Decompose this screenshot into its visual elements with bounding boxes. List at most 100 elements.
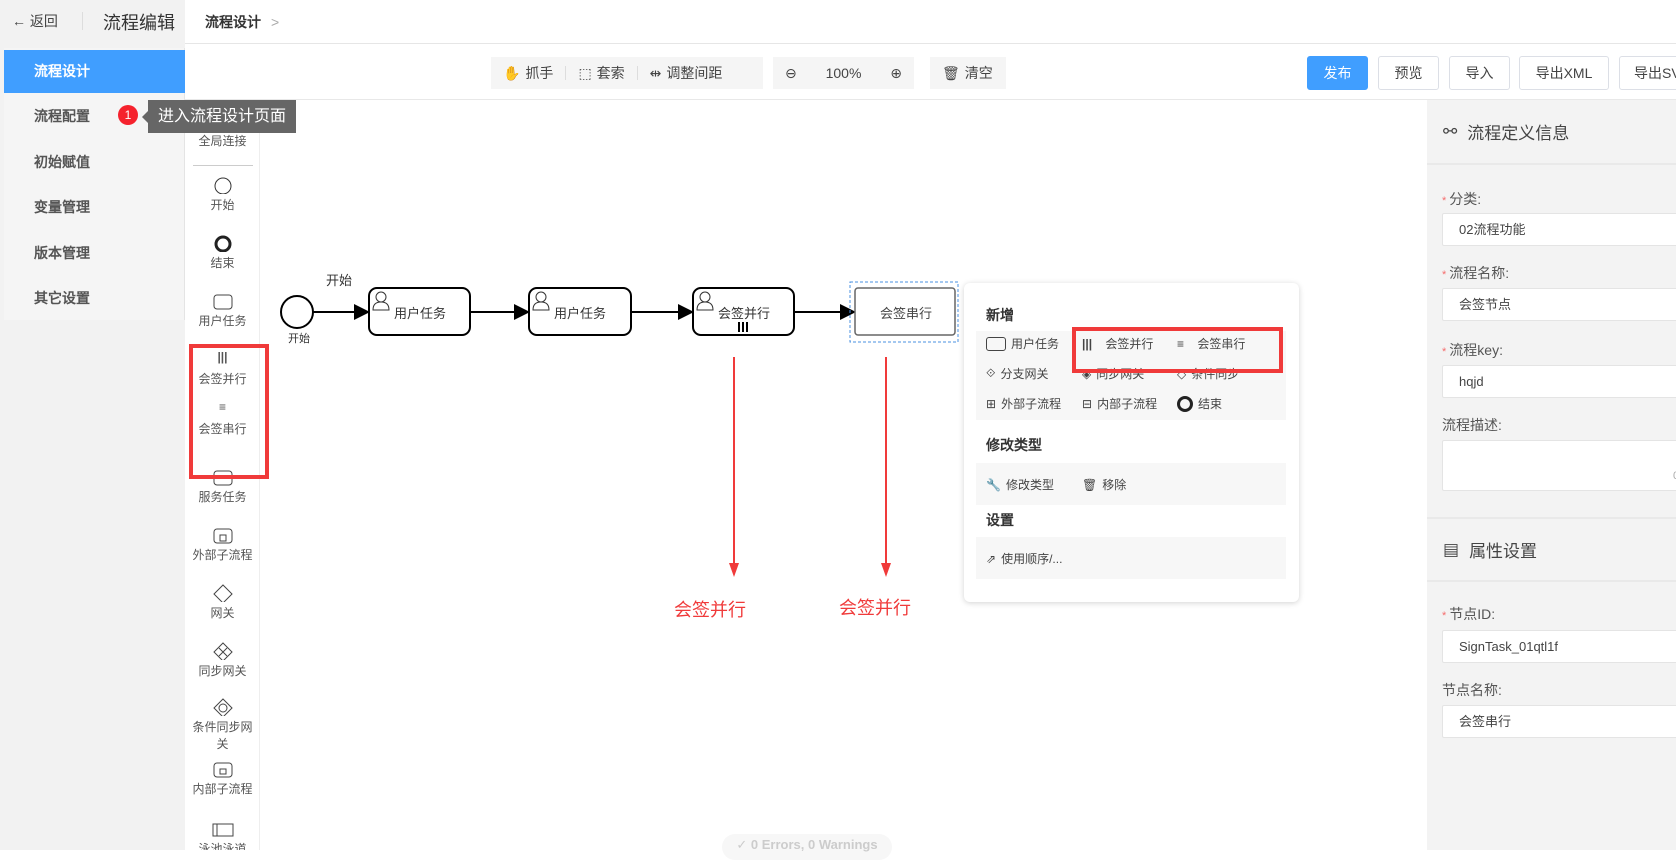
label: 用户任务 bbox=[1011, 337, 1060, 351]
pad-serial-sign[interactable]: ≡ 会签串行 bbox=[1177, 335, 1245, 352]
node-label: 会签串行 bbox=[880, 306, 933, 321]
parallel-marker-icon bbox=[738, 322, 748, 332]
add-group bbox=[976, 331, 1286, 420]
serial-sign-node[interactable] bbox=[854, 287, 956, 336]
key-input[interactable]: hqjd bbox=[1442, 365, 1676, 398]
publish-button[interactable]: 发布 bbox=[1307, 56, 1368, 90]
category-select[interactable]: 02流程功能 bbox=[1442, 213, 1676, 246]
subprocess-icon bbox=[213, 528, 232, 544]
highlight-box bbox=[189, 344, 269, 479]
spacing-icon: ⇹ bbox=[649, 64, 662, 81]
palette-end[interactable]: 结束 bbox=[185, 234, 259, 271]
label: 外部子流程 bbox=[1001, 397, 1062, 411]
node-id-input[interactable]: SignTask_01qtl1f bbox=[1442, 630, 1676, 663]
export-xml-button[interactable]: 导出XML bbox=[1519, 56, 1609, 90]
zoom-in-button[interactable]: ⊕ bbox=[878, 57, 914, 89]
pad-sequence-flow[interactable]: ⇗使用顺序/... bbox=[986, 550, 1062, 567]
section-title: 修改类型 bbox=[986, 437, 1042, 453]
list-icon: ▤ bbox=[1443, 539, 1460, 559]
name-input[interactable]: 会签节点 bbox=[1442, 288, 1676, 321]
node-label: 会签并行 bbox=[718, 306, 771, 321]
start-event[interactable] bbox=[280, 295, 314, 329]
label: 泳池泳道 bbox=[198, 842, 247, 850]
lasso-tool-button[interactable]: ⬚套索 bbox=[566, 57, 636, 89]
node-name-input[interactable]: 会签串行 bbox=[1442, 705, 1676, 738]
pad-external-subprocess[interactable]: ⊞ 外部子流程 bbox=[986, 395, 1061, 412]
back-button[interactable]: ← 返回 bbox=[12, 11, 58, 31]
palette-internal-subprocess[interactable]: 内部子流程 bbox=[185, 760, 259, 797]
pad-change-type[interactable]: 🔧修改类型 bbox=[986, 476, 1054, 493]
parallel-gateway-icon bbox=[212, 642, 233, 660]
hand-tool-button[interactable]: ✋抓手 bbox=[491, 57, 565, 89]
section-title: 新增 bbox=[986, 307, 1014, 323]
palette-start[interactable]: 开始 bbox=[185, 176, 259, 213]
zoom-out-button[interactable]: ⊖ bbox=[773, 57, 809, 89]
palette-parallel-gateway[interactable]: 同步网关 bbox=[185, 642, 259, 679]
spacing-tool-button[interactable]: ⇹调整间距 bbox=[638, 57, 735, 89]
label: 移除 bbox=[1102, 478, 1127, 492]
label: 服务任务 bbox=[198, 490, 247, 504]
hand-icon: ✋ bbox=[503, 64, 521, 81]
label: 清空 bbox=[964, 65, 993, 81]
zoom-in-icon: ⊕ bbox=[890, 64, 902, 81]
import-button[interactable]: 导入 bbox=[1449, 56, 1510, 90]
separator bbox=[565, 66, 567, 80]
label: 开始 bbox=[210, 198, 235, 212]
flow-icon: ⚯ bbox=[1443, 121, 1458, 141]
category-label: *分类: bbox=[1442, 191, 1482, 207]
label: 内部子流程 bbox=[1097, 397, 1158, 411]
sidebar-item-versions[interactable]: 版本管理 bbox=[34, 245, 90, 261]
pad-remove[interactable]: 🗑移除 bbox=[1082, 476, 1126, 493]
check-icon: ✓ bbox=[736, 837, 751, 852]
palette-parallel-sign[interactable]: |||会签并行 bbox=[185, 350, 259, 387]
change-group bbox=[976, 463, 1286, 505]
pad-user-task[interactable]: 用户任务 bbox=[986, 335, 1059, 352]
section-header[interactable]: ⚯流程定义信息 bbox=[1427, 100, 1676, 165]
label: 网关 bbox=[210, 606, 235, 620]
back-label: 返回 bbox=[29, 13, 58, 29]
zoom-level: 100% bbox=[825, 65, 862, 81]
label: 内部子流程 bbox=[192, 782, 253, 796]
label: 全局连接 bbox=[198, 134, 247, 148]
divider bbox=[82, 12, 83, 30]
end-event-icon bbox=[1177, 395, 1193, 412]
palette-user-task[interactable]: 用户任务 bbox=[185, 292, 259, 329]
pad-exclusive-gateway[interactable]: ⟐分支网关 bbox=[986, 365, 1048, 382]
desc-textarea[interactable]: 0 bbox=[1442, 440, 1676, 491]
export-svg-button[interactable]: 导出SV bbox=[1619, 56, 1676, 90]
palette-external-subprocess[interactable]: 外部子流程 bbox=[185, 526, 259, 563]
label: 会签串行 bbox=[198, 422, 247, 436]
palette-global-connect[interactable]: 全局连接 bbox=[185, 132, 259, 149]
sidebar-item-design[interactable]: 流程设计 bbox=[4, 50, 185, 93]
pad-parallel-sign[interactable]: ||| 会签并行 bbox=[1082, 335, 1153, 352]
palette-gateway[interactable]: 网关 bbox=[185, 584, 259, 621]
zoom-group: ⊖ 100% ⊕ bbox=[773, 57, 914, 89]
label: 套索 bbox=[596, 65, 625, 81]
pool-icon bbox=[212, 823, 233, 837]
bpmn-diagram bbox=[280, 281, 959, 343]
arrow-left-icon: ← bbox=[12, 13, 26, 29]
lint-status[interactable]: ✓ 0 Errors, 0 Warnings bbox=[722, 834, 892, 860]
subprocess-icon: ⊞ bbox=[986, 396, 997, 411]
pad-end-event[interactable]: 结束 bbox=[1177, 395, 1222, 412]
label: 同步网关 bbox=[198, 664, 247, 678]
palette-serial-sign[interactable]: ≡会签串行 bbox=[185, 400, 259, 437]
zoom-out-icon: ⊖ bbox=[785, 64, 797, 81]
breadcrumb-item[interactable]: 流程设计 bbox=[205, 14, 261, 30]
pad-internal-subprocess[interactable]: ⊟内部子流程 bbox=[1082, 395, 1157, 412]
sidebar-item-config[interactable]: 流程配置 bbox=[34, 108, 90, 124]
label: 会签并行 bbox=[1105, 337, 1154, 351]
sidebar-menu bbox=[4, 48, 185, 320]
sidebar-item-other[interactable]: 其它设置 bbox=[34, 290, 90, 306]
clear-button[interactable]: 🗑清空 bbox=[930, 57, 1006, 89]
preview-button[interactable]: 预览 bbox=[1378, 56, 1439, 90]
palette-pool[interactable]: 泳池泳道 bbox=[185, 820, 259, 850]
separator bbox=[636, 66, 638, 80]
wrench-icon: 🔧 bbox=[986, 477, 1001, 492]
sidebar-item-variables[interactable]: 变量管理 bbox=[34, 199, 90, 215]
section-header[interactable]: ▤属性设置 bbox=[1427, 517, 1676, 582]
palette-inclusive-gateway[interactable]: 条件同步网关 bbox=[185, 698, 259, 752]
sidebar-item-init[interactable]: 初始赋值 bbox=[34, 154, 90, 170]
label: 会签串行 bbox=[1197, 337, 1246, 351]
char-counter: 0 bbox=[1673, 461, 1676, 492]
